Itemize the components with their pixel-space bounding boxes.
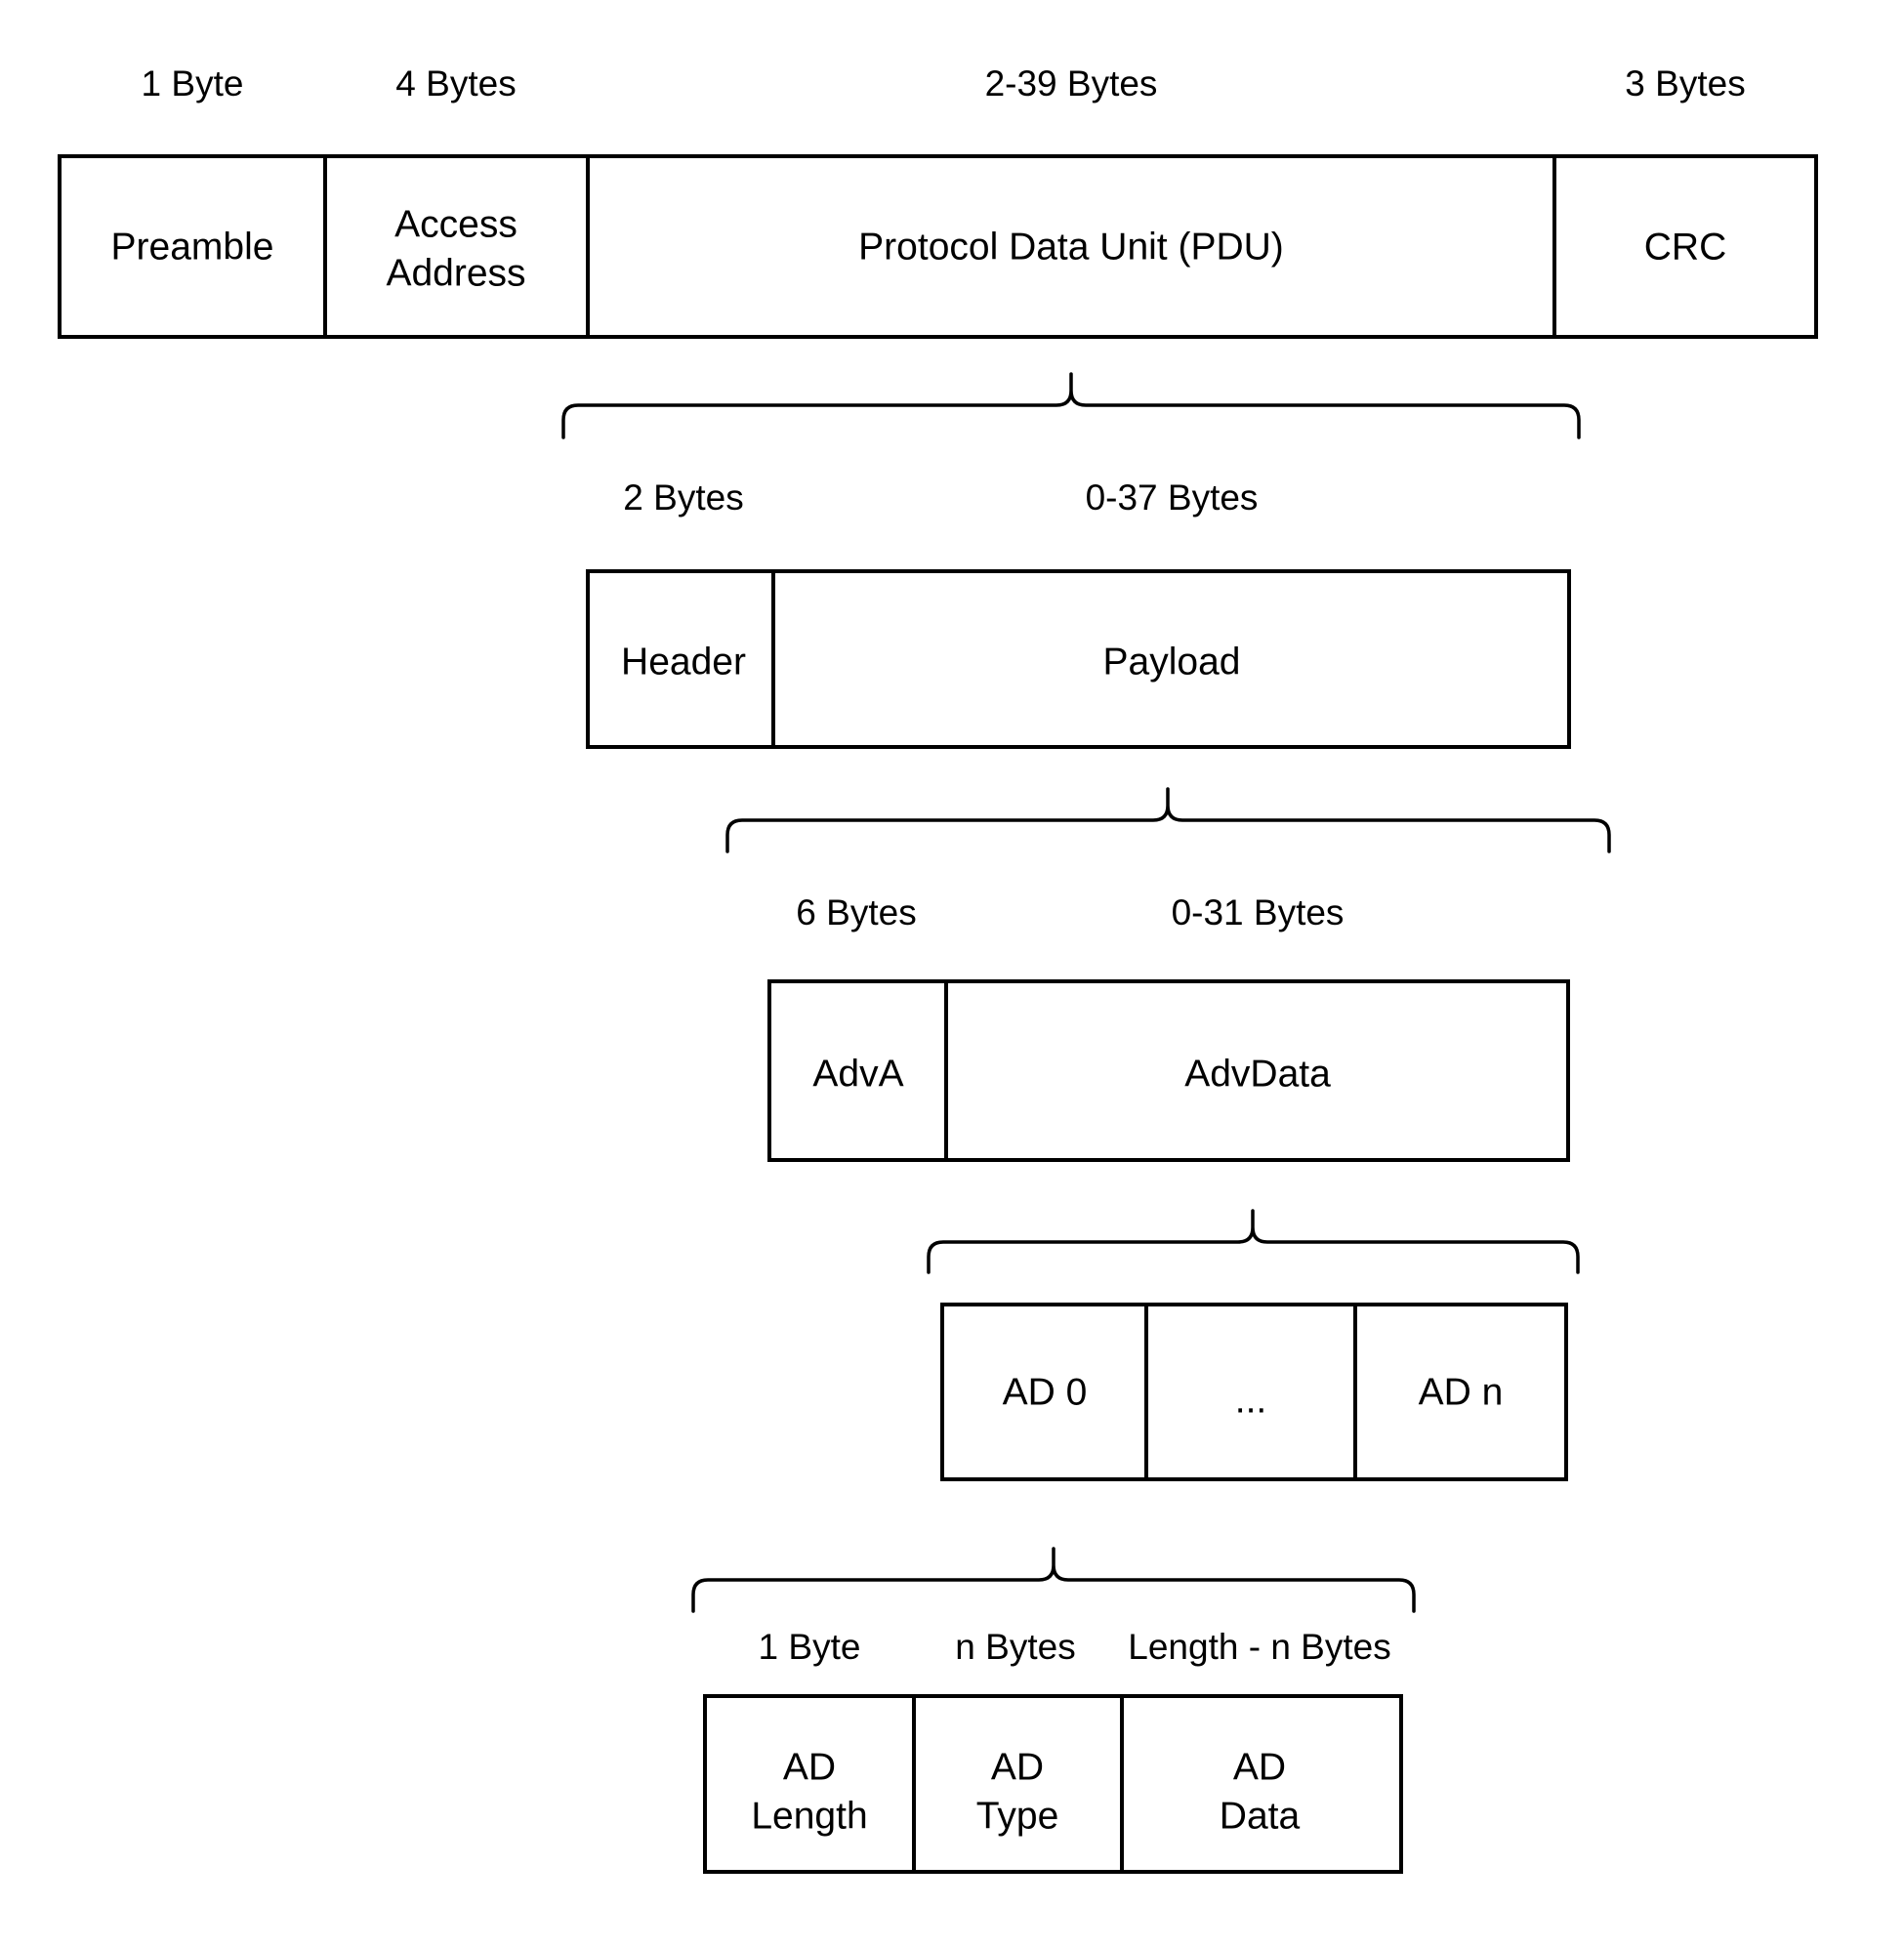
size-label-header: 2 Bytes — [623, 477, 743, 518]
brace-2 — [725, 787, 1611, 853]
ad-structure-row: 1 Byte n Bytes Length - n Bytes AD Lengt… — [703, 1627, 1403, 1874]
size-label-preamble: 1 Byte — [142, 63, 244, 104]
field-label-address: Address — [386, 252, 525, 294]
field-label-crc: CRC — [1644, 226, 1727, 268]
size-label-advdata: 0-31 Bytes — [1172, 892, 1345, 933]
payload-outline — [767, 979, 1570, 1162]
field-label-access: Access — [394, 203, 517, 245]
size-label-crc: 3 Bytes — [1625, 63, 1745, 104]
field-label-type: Type — [976, 1795, 1059, 1837]
brace-3 — [927, 1209, 1580, 1274]
size-label-adva: 6 Bytes — [796, 892, 916, 933]
size-label-ad-data: Length - n Bytes — [1128, 1627, 1390, 1667]
brace-payload-expand — [725, 787, 1611, 853]
field-label-advdata: AdvData — [1184, 1053, 1331, 1095]
size-label-access-address: 4 Bytes — [395, 63, 516, 104]
field-label-ad0: AD 0 — [1003, 1371, 1088, 1413]
link-layer-packet-outline — [58, 154, 1818, 339]
field-label-adva: AdvA — [812, 1053, 903, 1095]
advdata-outline — [940, 1303, 1568, 1481]
pdu-outline — [586, 569, 1571, 749]
field-label-adn: AD n — [1419, 1371, 1504, 1413]
field-label-length: Length — [751, 1795, 867, 1837]
brace-advdata-expand — [927, 1209, 1580, 1274]
pdu-row: 2 Bytes 0-37 Bytes Header Payload — [586, 477, 1571, 749]
field-label-ad-2: AD — [991, 1746, 1044, 1788]
field-label-ad-ellipsis: ... — [1235, 1379, 1267, 1421]
payload-row: 6 Bytes 0-31 Bytes AdvA AdvData — [767, 892, 1570, 1162]
field-label-ad-3: AD — [1233, 1746, 1286, 1788]
advdata-row: AD 0 ... AD n — [940, 1303, 1568, 1481]
field-label-data: Data — [1220, 1795, 1301, 1837]
brace-1 — [561, 372, 1581, 439]
field-label-header: Header — [621, 641, 746, 683]
size-label-ad-type: n Bytes — [955, 1627, 1075, 1667]
field-label-ad-1: AD — [783, 1746, 836, 1788]
brace-pdu-expand — [561, 372, 1581, 439]
size-label-payload: 0-37 Bytes — [1086, 477, 1259, 518]
brace-4 — [691, 1547, 1416, 1613]
size-label-pdu: 2-39 Bytes — [985, 63, 1158, 104]
brace-ad-expand — [691, 1547, 1416, 1613]
ad-structure-outline — [703, 1694, 1403, 1874]
field-label-pdu: Protocol Data Unit (PDU) — [858, 226, 1284, 268]
link-layer-packet-row: 1 Byte 4 Bytes 2-39 Bytes 3 Bytes Preamb… — [58, 63, 1818, 339]
field-label-payload: Payload — [1103, 641, 1241, 683]
size-label-ad-length: 1 Byte — [759, 1627, 861, 1667]
field-label-preamble: Preamble — [111, 226, 274, 268]
